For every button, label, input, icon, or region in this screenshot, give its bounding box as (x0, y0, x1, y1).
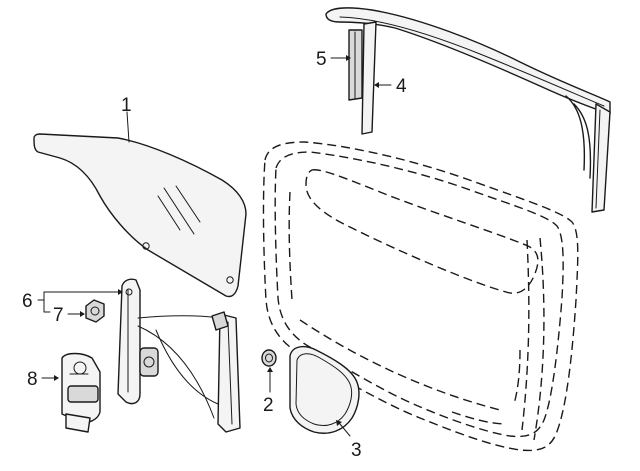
window-motor (61, 352, 101, 433)
leader-lines (37, 55, 392, 437)
arrowhead-6 (118, 289, 123, 295)
door-shell-outline (262, 141, 579, 452)
arrowhead-7 (80, 311, 85, 317)
callout-7: 7 (53, 305, 64, 326)
callout-2: 2 (263, 395, 274, 416)
window-frame-channel (325, 7, 611, 213)
access-seal (289, 345, 360, 434)
arrowhead-4 (374, 82, 379, 88)
access-plug (261, 349, 277, 367)
window-regulator (117, 278, 241, 433)
callout-1: 1 (121, 95, 132, 116)
door-glass (33, 133, 247, 298)
callout-8: 8 (27, 369, 38, 390)
arrowhead-5 (346, 55, 351, 61)
arrowhead-8 (54, 375, 59, 381)
callout-labels: 1 2 3 4 5 6 7 8 (22, 49, 407, 461)
regulator-nut (85, 299, 105, 323)
arrowhead-2 (267, 367, 273, 372)
callout-4: 4 (396, 76, 407, 97)
glass-run-strip (348, 29, 363, 101)
arrowhead-3 (336, 420, 342, 426)
callout-5: 5 (316, 49, 327, 70)
callout-3: 3 (351, 440, 362, 461)
callout-6: 6 (22, 291, 33, 312)
